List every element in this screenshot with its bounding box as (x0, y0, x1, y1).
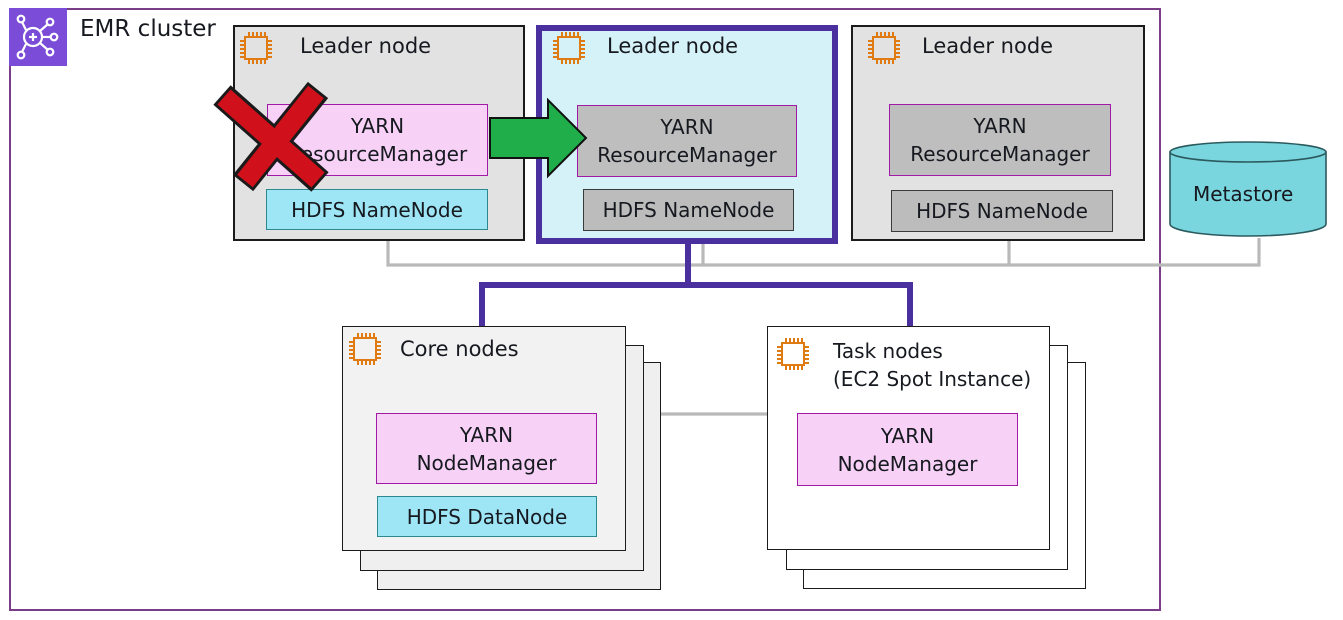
ec2-chip-icon (551, 30, 587, 66)
yarn-resourcemanager-box: YARN ResourceManager (889, 104, 1111, 176)
hdfs-namenode-box: HDFS NameNode (891, 190, 1113, 232)
core-nodes-title: Core nodes (400, 337, 519, 361)
metastore-label: Metastore (1193, 182, 1294, 206)
active-branch-line (479, 282, 913, 330)
leader-node-title: Leader node (922, 34, 1054, 58)
failure-cross-icon (217, 85, 325, 188)
yarn-resourcemanager-box: YARN ResourceManager (577, 105, 797, 177)
hdfs-namenode-box: HDFS NameNode (266, 189, 488, 230)
emr-cluster-boundary (9, 8, 1161, 611)
hdfs-namenode-box: HDFS NameNode (583, 189, 794, 231)
ec2-chip-icon (775, 336, 811, 372)
leader-interconnect-line (386, 238, 1261, 267)
emr-cluster-icon (9, 8, 67, 66)
metastore-cylinder (1169, 141, 1327, 237)
task-nodes-title: Task nodes (EC2 Spot Instance) (833, 339, 1032, 391)
ec2-chip-icon (238, 30, 274, 66)
failover-arrow-icon (489, 97, 588, 179)
ec2-chip-icon (866, 30, 902, 66)
hdfs-datanode-box: HDFS DataNode (377, 496, 597, 537)
leader-node-title: Leader node (607, 34, 739, 58)
yarn-nodemanager-box: YARN NodeManager (376, 413, 597, 484)
cluster-label: EMR cluster (80, 16, 216, 42)
yarn-nodemanager-box: YARN NodeManager (797, 413, 1018, 486)
ec2-chip-icon (347, 331, 383, 367)
leader-node-title: Leader node (300, 34, 432, 58)
